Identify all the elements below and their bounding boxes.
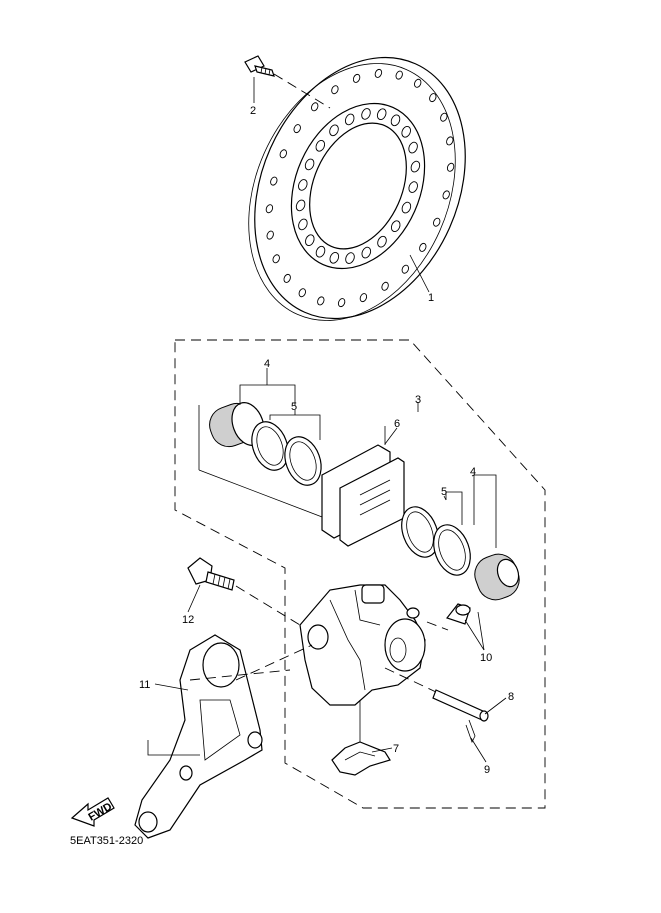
- disc-hole: [329, 251, 340, 264]
- disc-hole: [395, 70, 403, 80]
- callout-7: 7: [393, 743, 399, 755]
- callout-6: 6: [394, 418, 400, 430]
- disc-hole: [298, 179, 308, 191]
- disc-hole: [331, 85, 339, 95]
- disc-hole: [408, 181, 418, 193]
- disc-hole: [279, 149, 287, 159]
- disc-hole: [352, 73, 361, 83]
- leader-lines: [154, 77, 507, 763]
- disc-hole: [361, 108, 371, 120]
- disc-hole: [401, 201, 412, 214]
- disc-hole: [304, 158, 315, 171]
- disc-hole: [293, 124, 301, 134]
- disc-hole: [390, 114, 401, 127]
- pad-pin: [384, 667, 489, 722]
- disc-hole: [283, 273, 291, 283]
- bleed-screw: [426, 603, 471, 631]
- callout-numbers: 1 2 3 4 5 6 4 5 7 8 9 10 11 12: [139, 105, 514, 776]
- disc-hole: [401, 125, 411, 138]
- disc-hole: [410, 160, 421, 173]
- disc-hole: [361, 246, 372, 259]
- disc-hole: [344, 113, 355, 126]
- brake-pads: [321, 426, 405, 547]
- forward-arrow-icon: FWD: [70, 797, 115, 827]
- disc-hole: [442, 190, 450, 200]
- disc-hole: [433, 217, 441, 227]
- callout-5-left: 5: [291, 401, 297, 413]
- disc-hole: [377, 235, 387, 248]
- disc-hole: [311, 102, 319, 112]
- disc-hole: [298, 288, 306, 298]
- disc-hole: [429, 93, 437, 103]
- disc-hole: [440, 112, 448, 122]
- caliper-bolt: [187, 557, 301, 626]
- disc-hole: [270, 176, 278, 186]
- disc-hole: [298, 218, 308, 231]
- disc-hole: [374, 68, 383, 78]
- disc-hole: [381, 281, 389, 291]
- callout-10: 10: [480, 652, 492, 664]
- retaining-clip: [465, 719, 476, 744]
- disc-hole: [401, 264, 409, 274]
- callout-12: 12: [182, 614, 194, 626]
- fwd-label: FWD: [86, 801, 114, 824]
- disc-hole: [265, 204, 274, 214]
- disc-hole: [359, 293, 368, 303]
- caliper-body: [299, 584, 426, 752]
- caliper-assembly-boundary: [174, 339, 546, 809]
- callout-2: 2: [250, 105, 256, 117]
- disc-hole: [317, 296, 325, 306]
- disc-hole: [390, 220, 401, 233]
- disc-hole: [266, 230, 274, 240]
- piston-set-left: [198, 384, 331, 521]
- disc-hole: [315, 245, 326, 258]
- callout-8: 8: [508, 691, 514, 703]
- pad-spring: [331, 741, 391, 776]
- callout-11: 11: [139, 679, 150, 691]
- disc-hole: [345, 252, 355, 264]
- piston-set-right: [401, 474, 520, 601]
- disc-hole: [446, 136, 454, 146]
- disc-hole: [408, 141, 418, 154]
- disc-hole: [337, 298, 346, 308]
- disc-hole: [305, 234, 315, 247]
- callout-4-left: 4: [264, 358, 270, 370]
- callout-9: 9: [484, 764, 490, 776]
- callout-5-right: 5: [441, 486, 447, 498]
- callout-3: 3: [415, 394, 421, 406]
- disc-hole: [295, 199, 306, 212]
- disc-hole: [419, 242, 427, 252]
- disc-hole: [329, 124, 339, 137]
- disc-hole: [315, 139, 326, 152]
- brake-disc: [248, 56, 466, 321]
- callout-1: 1: [428, 292, 434, 304]
- disc-hole: [414, 78, 422, 88]
- disc-bolt: [244, 55, 331, 109]
- disc-hole: [376, 108, 387, 121]
- callout-4-right: 4: [470, 466, 476, 478]
- disc-hole: [272, 254, 280, 264]
- disc-hole: [446, 162, 455, 172]
- diagram-code: 5EAT351-2320: [70, 835, 143, 847]
- caliper-bracket: [134, 634, 313, 839]
